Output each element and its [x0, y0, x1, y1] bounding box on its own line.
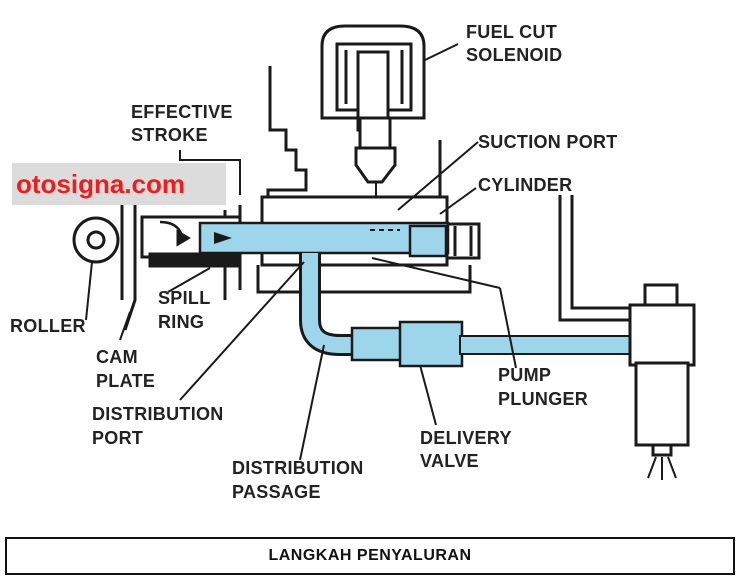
label-spill-1: SPILL: [158, 288, 211, 308]
label-roller: ROLLER: [10, 316, 86, 336]
delivery-valve-fuel: [350, 326, 404, 362]
label-distribution-port-2: PORT: [92, 428, 143, 448]
label-effective-1: EFFECTIVE: [131, 102, 233, 122]
labels: FUEL CUT SOLENOID EFFECTIVE STROKE SUCTI…: [10, 22, 618, 502]
label-cam-1: CAM: [96, 347, 138, 367]
fuel-cut-solenoid: [320, 24, 426, 220]
label-pump-plunger-2: PLUNGER: [498, 389, 588, 409]
label-fuel-cut-1: FUEL CUT: [466, 22, 557, 42]
caption-box: LANGKAH PENYALURAN: [5, 537, 735, 575]
label-distribution-port-1: DISTRIBUTION: [92, 404, 224, 424]
flow-arrow: [214, 232, 232, 244]
label-distribution-passage-1: DISTRIBUTION: [232, 458, 364, 478]
label-fuel-cut-2: SOLENOID: [466, 45, 562, 65]
injector-nozzle: [558, 195, 696, 480]
label-delivery-valve-1: DELIVERY: [420, 428, 512, 448]
label-distribution-passage-2: PASSAGE: [232, 482, 321, 502]
leader-lines: [85, 43, 517, 461]
injection-line-fuel: [459, 335, 636, 355]
watermark: otosigna.com: [12, 163, 226, 205]
label-delivery-valve-2: VALVE: [420, 451, 479, 471]
label-effective-2: STROKE: [131, 125, 208, 145]
label-pump-plunger-1: PUMP: [498, 365, 551, 385]
label-cam-2: PLATE: [96, 371, 155, 391]
fuel-flow: [198, 221, 636, 368]
pump-plunger-fuel: [198, 221, 450, 255]
watermark-text: otosigna.com: [16, 168, 186, 199]
caption-text: LANGKAH PENYALURAN: [268, 547, 472, 564]
label-spill-2: RING: [158, 312, 204, 332]
label-suction-port: SUCTION PORT: [478, 132, 618, 152]
label-cylinder: CYLINDER: [478, 175, 572, 195]
